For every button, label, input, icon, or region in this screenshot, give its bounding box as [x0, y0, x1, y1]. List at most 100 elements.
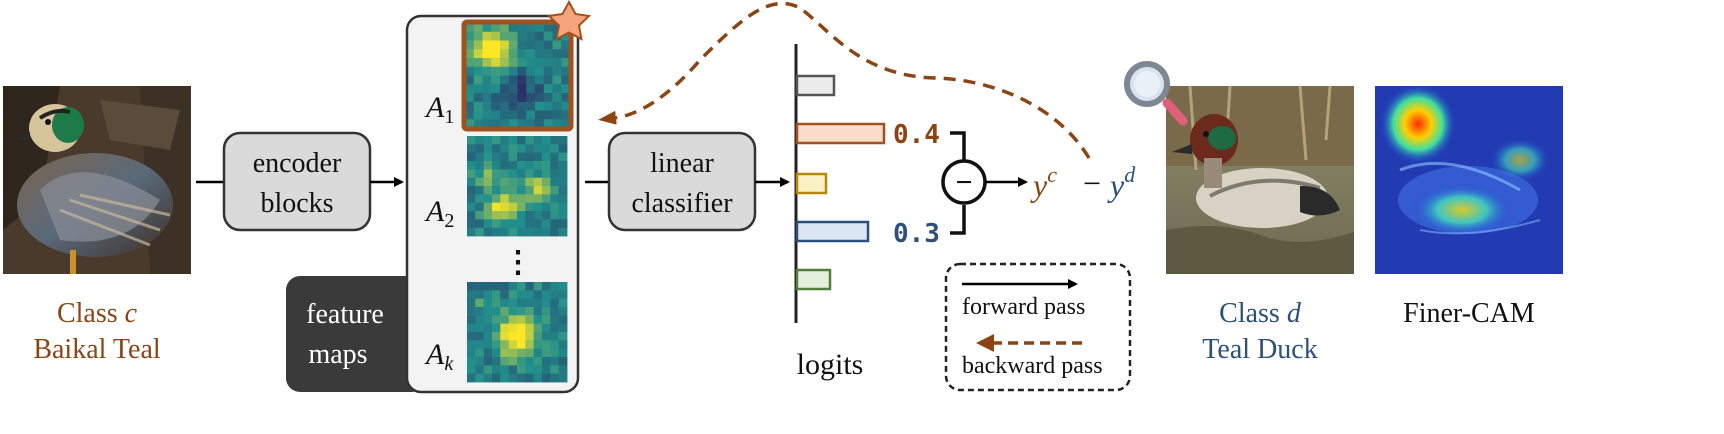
heatmap-cell: [558, 323, 568, 333]
heatmap-cell: [508, 357, 518, 366]
heatmap-cell: [483, 219, 493, 229]
heatmap-cell: [483, 161, 493, 170]
heatmap-cell: [525, 290, 535, 300]
heatmap-cell: [550, 144, 560, 154]
heatmap-cell: [467, 307, 476, 316]
heatmap-cell: [535, 66, 545, 76]
heatmap-cell: [492, 161, 501, 170]
heatmap-cell: [491, 58, 501, 68]
heatmap-cell: [525, 282, 535, 291]
heatmap-cell: [508, 211, 518, 220]
heatmap-cell: [483, 177, 493, 187]
finer-cam-heatmap: [1375, 86, 1563, 274]
heatmap-cell: [475, 219, 485, 229]
heatmap-cell: [465, 75, 475, 85]
logit-value-bottom: 0.3: [893, 219, 940, 249]
heatmap-cell: [483, 365, 493, 375]
feature-map-ak: [467, 282, 568, 383]
heatmap-cell: [492, 332, 501, 341]
heatmap-cell: [542, 186, 551, 195]
heatmap-cell: [535, 101, 545, 111]
heatmap-cell: [465, 110, 475, 120]
heatmap-cell: [558, 144, 568, 154]
heatmap-cell: [558, 348, 568, 358]
heatmap-cell: [475, 323, 485, 333]
heatmap-cell: [492, 194, 501, 204]
heatmap-cell: [467, 298, 476, 308]
heatmap-cell: [508, 340, 518, 350]
heatmap-cell: [483, 290, 493, 300]
heatmap-cell: [508, 298, 518, 308]
output-minus: −: [1083, 165, 1101, 201]
heatmap-cell: [517, 119, 527, 129]
heatmap-cell: [561, 58, 571, 68]
heatmap-cell: [526, 23, 536, 33]
heatmap-cell: [525, 348, 535, 358]
heatmap-cell: [482, 119, 492, 129]
heatmap-cell: [492, 227, 501, 237]
heatmap-cell: [467, 357, 476, 366]
heatmap-cell: [535, 93, 545, 103]
heatmap-cell: [558, 307, 568, 316]
heatmap-cell: [491, 110, 501, 120]
star-icon: [546, 0, 592, 41]
heatmap-cell: [473, 101, 483, 111]
heatmap-cell: [550, 307, 560, 316]
heatmap-cell: [492, 298, 501, 308]
heatmap-cell: [465, 40, 475, 50]
heatmap-cell: [558, 290, 568, 300]
heatmap-cell: [552, 93, 562, 103]
heatmap-cell: [508, 144, 518, 154]
heatmap-cell: [491, 66, 501, 76]
heatmap-cell: [517, 340, 526, 350]
heatmap-cell: [525, 315, 535, 325]
heatmap-cell: [533, 136, 543, 145]
heatmap-cell: [561, 40, 571, 50]
heatmap-cell: [483, 340, 493, 350]
heatmap-cell: [533, 282, 543, 291]
heatmap-cell: [533, 152, 543, 162]
heatmap-cell: [550, 177, 560, 187]
heatmap-cell: [483, 348, 493, 358]
heatmap-cell: [550, 290, 560, 300]
heatmap-cell: [467, 202, 476, 212]
heatmap-cell: [517, 227, 526, 237]
heatmap-cell: [482, 31, 492, 41]
heatmap-cell: [482, 49, 492, 59]
heatmap-cell: [543, 84, 553, 94]
heatmap-cell: [542, 373, 551, 383]
heatmap-cell: [475, 290, 485, 300]
heatmap-cell: [558, 227, 568, 237]
heatmap-cell: [526, 93, 536, 103]
heatmap-cell: [552, 84, 562, 94]
heatmap-cell: [475, 144, 485, 154]
heatmap-cell: [508, 58, 518, 68]
heatmap-cell: [508, 93, 518, 103]
heatmap-cell: [525, 332, 535, 341]
heatmap-cell: [543, 23, 553, 33]
heatmap-cell: [483, 152, 493, 162]
heatmap-cell: [475, 373, 485, 383]
heatmap-cell: [526, 110, 536, 120]
heatmap-cell: [475, 227, 485, 237]
heatmap-cell: [533, 186, 543, 195]
heatmap-cell: [508, 315, 518, 325]
heatmap-cell: [508, 194, 518, 204]
heatmap-cell: [533, 194, 543, 204]
heatmap-cell: [533, 323, 543, 333]
heatmap-cell: [550, 282, 560, 291]
encoder-label-1: encoder: [253, 148, 342, 179]
heatmap-cell: [508, 119, 518, 129]
heatmap-cell: [517, 315, 526, 325]
heatmap-cell: [500, 177, 510, 187]
heatmap-cell: [491, 23, 501, 33]
heatmap-cell: [473, 110, 483, 120]
heatmap-cell: [492, 365, 501, 375]
heatmap-cell: [533, 161, 543, 170]
heatmap-cell: [500, 211, 510, 220]
heatmap-cell: [542, 219, 551, 229]
heatmap-cell: [558, 219, 568, 229]
right-class-name: Teal Duck: [1202, 334, 1317, 365]
heatmap-cell: [533, 298, 543, 308]
